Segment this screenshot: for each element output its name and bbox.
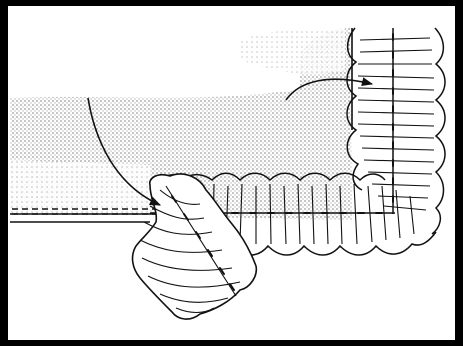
ruffle-vertical bbox=[347, 28, 445, 234]
